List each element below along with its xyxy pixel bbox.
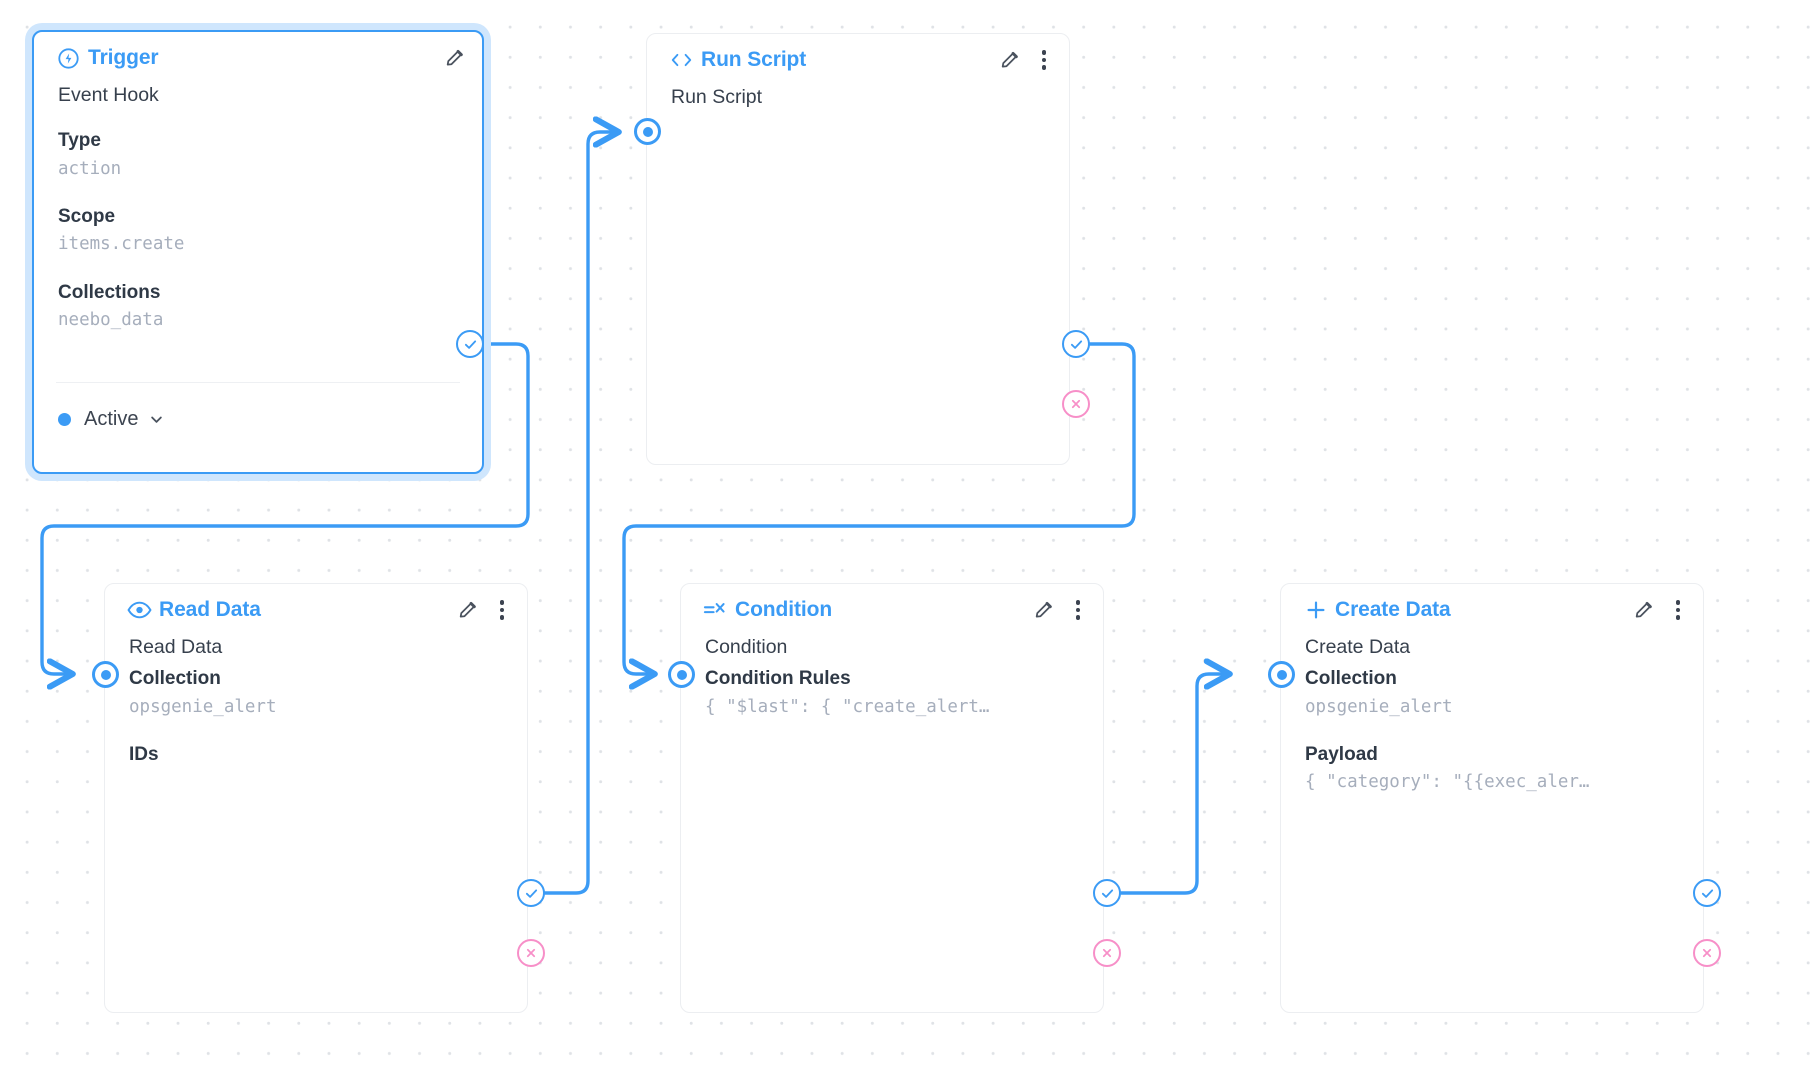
node-condition-body: Condition Condition Rules { "$last": { "… (681, 618, 1103, 720)
node-trigger-body: Event Hook Type action Scope items.creat… (34, 66, 482, 333)
field-value-collection: opsgenie_alert (1305, 696, 1453, 717)
field-label-collections: Collections (58, 281, 161, 303)
field-label-type: Type (58, 130, 101, 152)
edit-pencil-icon[interactable] (1633, 598, 1655, 622)
edit-pencil-icon[interactable] (457, 598, 479, 622)
node-read-data[interactable]: Read Data Read Data Collection opsgenie_… (104, 583, 528, 1013)
node-condition-header: Condition (681, 584, 1103, 621)
field-label-condition-rules: Condition Rules (705, 668, 851, 690)
node-reject-output-handle[interactable] (1693, 939, 1721, 967)
node-run-script-body: Run Script (647, 68, 1069, 112)
node-title: Trigger (88, 46, 159, 69)
node-condition[interactable]: Condition Condition Condition Rules { "$… (680, 583, 1104, 1013)
plus-icon (1303, 599, 1328, 621)
field-label-payload: Payload (1305, 743, 1378, 765)
node-success-output-handle[interactable] (456, 330, 484, 358)
node-header-actions[interactable] (1033, 598, 1087, 622)
bolt-circle-icon (56, 47, 81, 69)
node-create-data-header: Create Data (1281, 584, 1703, 621)
node-row-name: Run Script (671, 86, 763, 108)
chevron-down-icon[interactable] (147, 410, 166, 429)
node-run-script-header: Run Script (647, 34, 1069, 71)
node-read-data-body: Read Data Collection opsgenie_alert IDs (105, 618, 527, 769)
field-value-type: action (58, 158, 122, 179)
node-header-actions[interactable] (1633, 598, 1687, 622)
node-input-handle[interactable] (634, 118, 661, 145)
node-reject-output-handle[interactable] (1093, 939, 1121, 967)
code-brackets-icon (669, 49, 694, 71)
edit-pencil-icon[interactable] (444, 46, 466, 70)
filter-condition-icon (703, 599, 728, 621)
field-label-scope: Scope (58, 205, 116, 227)
node-divider (56, 382, 460, 384)
eye-icon (127, 599, 152, 621)
more-options-icon[interactable] (1035, 49, 1053, 71)
node-row-name: Read Data (129, 636, 223, 658)
node-create-data-body: Create Data Collection opsgenie_alert Pa… (1281, 618, 1703, 796)
field-label-ids: IDs (129, 743, 159, 765)
node-reject-output-handle[interactable] (517, 939, 545, 967)
edge-condition-to-create-data (1119, 674, 1231, 895)
trigger-status-dropdown[interactable]: Active (34, 392, 166, 431)
status-dot (58, 413, 71, 426)
node-trigger-header: Trigger (34, 32, 482, 69)
node-reject-output-handle[interactable] (1062, 390, 1090, 418)
field-label-collection: Collection (1305, 668, 1397, 690)
node-read-data-header: Read Data (105, 584, 527, 621)
node-title: Condition (735, 598, 833, 621)
node-title: Create Data (1335, 598, 1451, 621)
node-row-name: Condition (705, 636, 788, 658)
field-value-collection: opsgenie_alert (129, 696, 277, 717)
edit-pencil-icon[interactable] (999, 48, 1021, 72)
node-header-actions[interactable] (999, 48, 1053, 72)
node-title: Read Data (159, 598, 261, 621)
node-success-output-handle[interactable] (1093, 879, 1121, 907)
field-value-condition-rules: { "$last": { "create_alert… (705, 696, 990, 717)
edge-read-data-to-run-script (543, 132, 620, 895)
field-value-scope: items.create (58, 234, 185, 255)
status-label: Active (84, 408, 139, 430)
node-input-handle[interactable] (668, 661, 695, 688)
edit-pencil-icon[interactable] (1033, 598, 1055, 622)
node-create-data[interactable]: Create Data Create Data Collection opsge… (1280, 583, 1704, 1013)
node-row-name: Create Data (1305, 636, 1411, 658)
node-trigger[interactable]: Trigger Event Hook Type action Scope ite… (32, 30, 484, 474)
node-success-output-handle[interactable] (1693, 879, 1721, 907)
node-input-handle[interactable] (1268, 661, 1295, 688)
node-title: Run Script (701, 48, 807, 71)
node-header-actions[interactable] (457, 598, 511, 622)
more-options-icon[interactable] (493, 599, 511, 621)
more-options-icon[interactable] (1069, 599, 1087, 621)
node-run-script[interactable]: Run Script Run Script (646, 33, 1070, 465)
field-value-payload: { "category": "{{exec_aler… (1305, 772, 1590, 793)
node-success-output-handle[interactable] (1062, 330, 1090, 358)
node-header-actions[interactable] (444, 46, 466, 70)
field-value-collections: neebo_data (58, 310, 164, 331)
field-label-collection: Collection (129, 668, 221, 690)
more-options-icon[interactable] (1669, 599, 1687, 621)
node-row-name: Event Hook (58, 84, 159, 106)
node-input-handle[interactable] (92, 661, 119, 688)
node-success-output-handle[interactable] (517, 879, 545, 907)
